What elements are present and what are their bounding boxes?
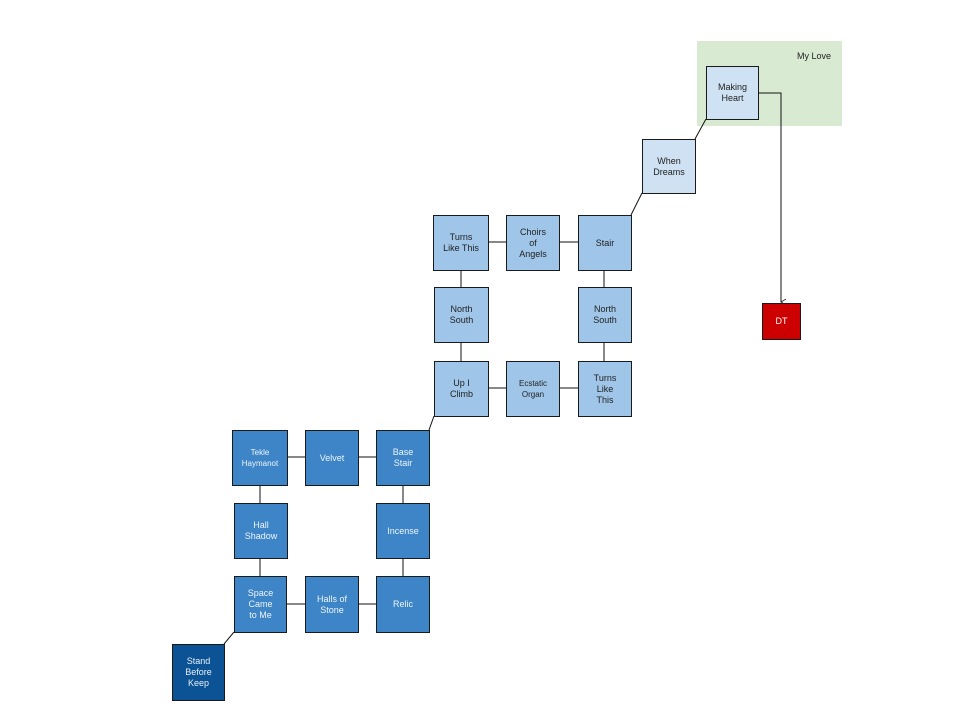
node-ecstatic-organ[interactable]: Ecstatic Organ — [506, 361, 560, 417]
node-incense[interactable]: Incense — [376, 503, 430, 559]
edge — [223, 631, 235, 645]
node-making-heart[interactable]: Making Heart — [706, 66, 759, 120]
node-tekle-haymanot[interactable]: Tekle Haymanot — [232, 430, 288, 486]
node-velvet[interactable]: Velvet — [305, 430, 359, 486]
node-north-south-right[interactable]: North South — [578, 287, 632, 343]
node-relic[interactable]: Relic — [376, 576, 430, 633]
node-dt[interactable]: DT — [762, 303, 801, 340]
node-turns-like-this-right[interactable]: Turns Like This — [578, 361, 632, 417]
node-up-i-climb[interactable]: Up I Climb — [434, 361, 489, 417]
edge — [428, 415, 435, 431]
node-space-came-to-me[interactable]: Space Came to Me — [234, 576, 287, 633]
node-choirs-of-angels[interactable]: Choirs of Angels — [506, 215, 560, 271]
edge — [694, 118, 707, 140]
edge — [630, 192, 643, 216]
group-label: My Love — [797, 51, 832, 61]
edge-arrow — [758, 92, 781, 302]
node-turns-like-this-top[interactable]: Turns Like This — [433, 215, 489, 271]
node-halls-of-stone[interactable]: Halls of Stone — [305, 576, 359, 633]
node-stand-before-keep[interactable]: Stand Before Keep — [172, 644, 225, 701]
node-stair[interactable]: Stair — [578, 215, 632, 271]
node-hall-shadow[interactable]: Hall Shadow — [234, 503, 288, 559]
node-when-dreams[interactable]: When Dreams — [642, 139, 696, 194]
node-north-south-left[interactable]: North South — [434, 287, 489, 343]
node-base-stair[interactable]: Base Stair — [376, 430, 430, 486]
